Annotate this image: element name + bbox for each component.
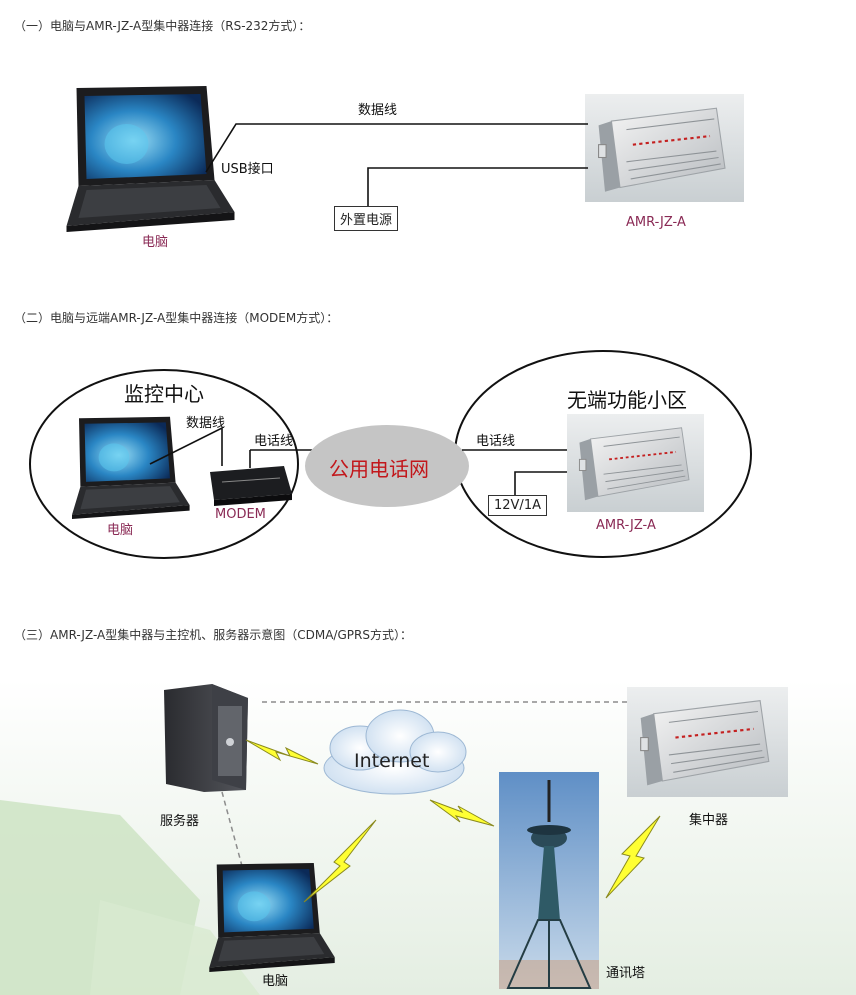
modem-label: MODEM [215, 507, 266, 522]
monitoring-center-title: 监控中心 [124, 382, 204, 406]
laptop-label-2: 电脑 [107, 523, 134, 538]
external-power-box: 外置电源 [334, 206, 399, 231]
laptop-label: 电脑 [142, 235, 169, 250]
data-line-label: 数据线 [358, 103, 398, 118]
tower-label: 通讯塔 [606, 966, 646, 981]
section3-heading: （三）AMR-JZ-A型集中器与主控机、服务器示意图（CDMA/GPRS方式）： [14, 628, 412, 642]
phone-line-label-right: 电话线 [476, 434, 516, 449]
concentrator-label: 集中器 [689, 813, 729, 828]
section2-heading: （二）电脑与远端AMR-JZ-A型集中器连接（MODEM方式）： [14, 311, 339, 325]
remote-district-title: 无端功能小区 [567, 388, 687, 412]
device-label: AMR-JZ-A [626, 215, 686, 230]
phone-network-label: 公用电话网 [329, 457, 429, 481]
power-spec-box: 12V/1A [488, 495, 547, 516]
data-line-label-2: 数据线 [186, 416, 226, 431]
internet-label: Internet [354, 750, 430, 772]
laptop-label-3: 电脑 [262, 974, 289, 989]
device-label-2: AMR-JZ-A [596, 518, 656, 533]
phone-line-label-left: 电话线 [254, 434, 294, 449]
server-label: 服务器 [160, 814, 200, 829]
usb-port-label: USB接口 [221, 162, 274, 177]
section1-heading: （一）电脑与AMR-JZ-A型集中器连接（RS-232方式）： [14, 19, 311, 33]
